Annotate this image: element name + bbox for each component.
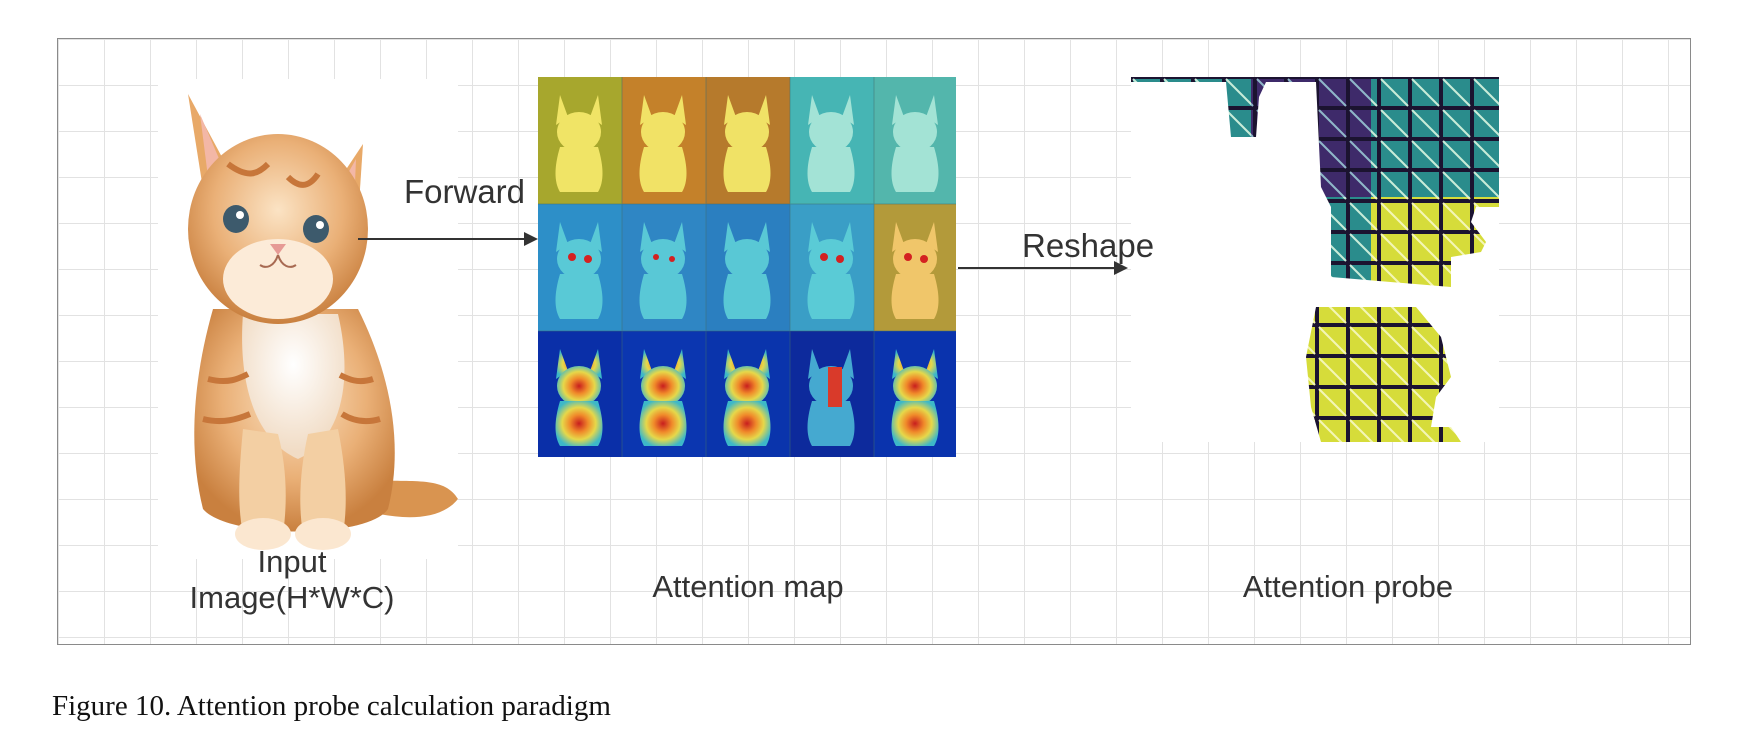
input-label-line2: Image(H*W*C)	[189, 579, 395, 615]
attention-row-1	[538, 77, 956, 204]
input-image-panel	[158, 79, 458, 559]
attention-map-panel	[538, 77, 956, 457]
kitten-image	[188, 94, 458, 550]
attention-map-label: Attention map	[652, 569, 844, 604]
forward-arrow	[358, 232, 538, 246]
attention-probe-panel	[1131, 77, 1499, 442]
attention-probe-label: Attention probe	[1242, 569, 1454, 604]
input-label-line1: Input	[257, 544, 327, 579]
attention-row-2	[538, 204, 956, 331]
diagram-frame: Forward Reshape Input Image(H*W*C) Atten…	[57, 38, 1691, 645]
figure-caption: Figure 10. Attention probe calculation p…	[52, 690, 611, 722]
input-image-label: Input Image(H*W*C)	[162, 544, 422, 615]
attention-row-3	[538, 331, 956, 457]
reshape-arrow	[958, 261, 1128, 275]
forward-label: Forward	[404, 173, 526, 210]
probe-white-mask	[1131, 82, 1499, 442]
probe-matrix	[1131, 77, 1499, 442]
reshape-label: Reshape	[1022, 227, 1155, 264]
attention-heatmap-grid	[538, 77, 956, 457]
